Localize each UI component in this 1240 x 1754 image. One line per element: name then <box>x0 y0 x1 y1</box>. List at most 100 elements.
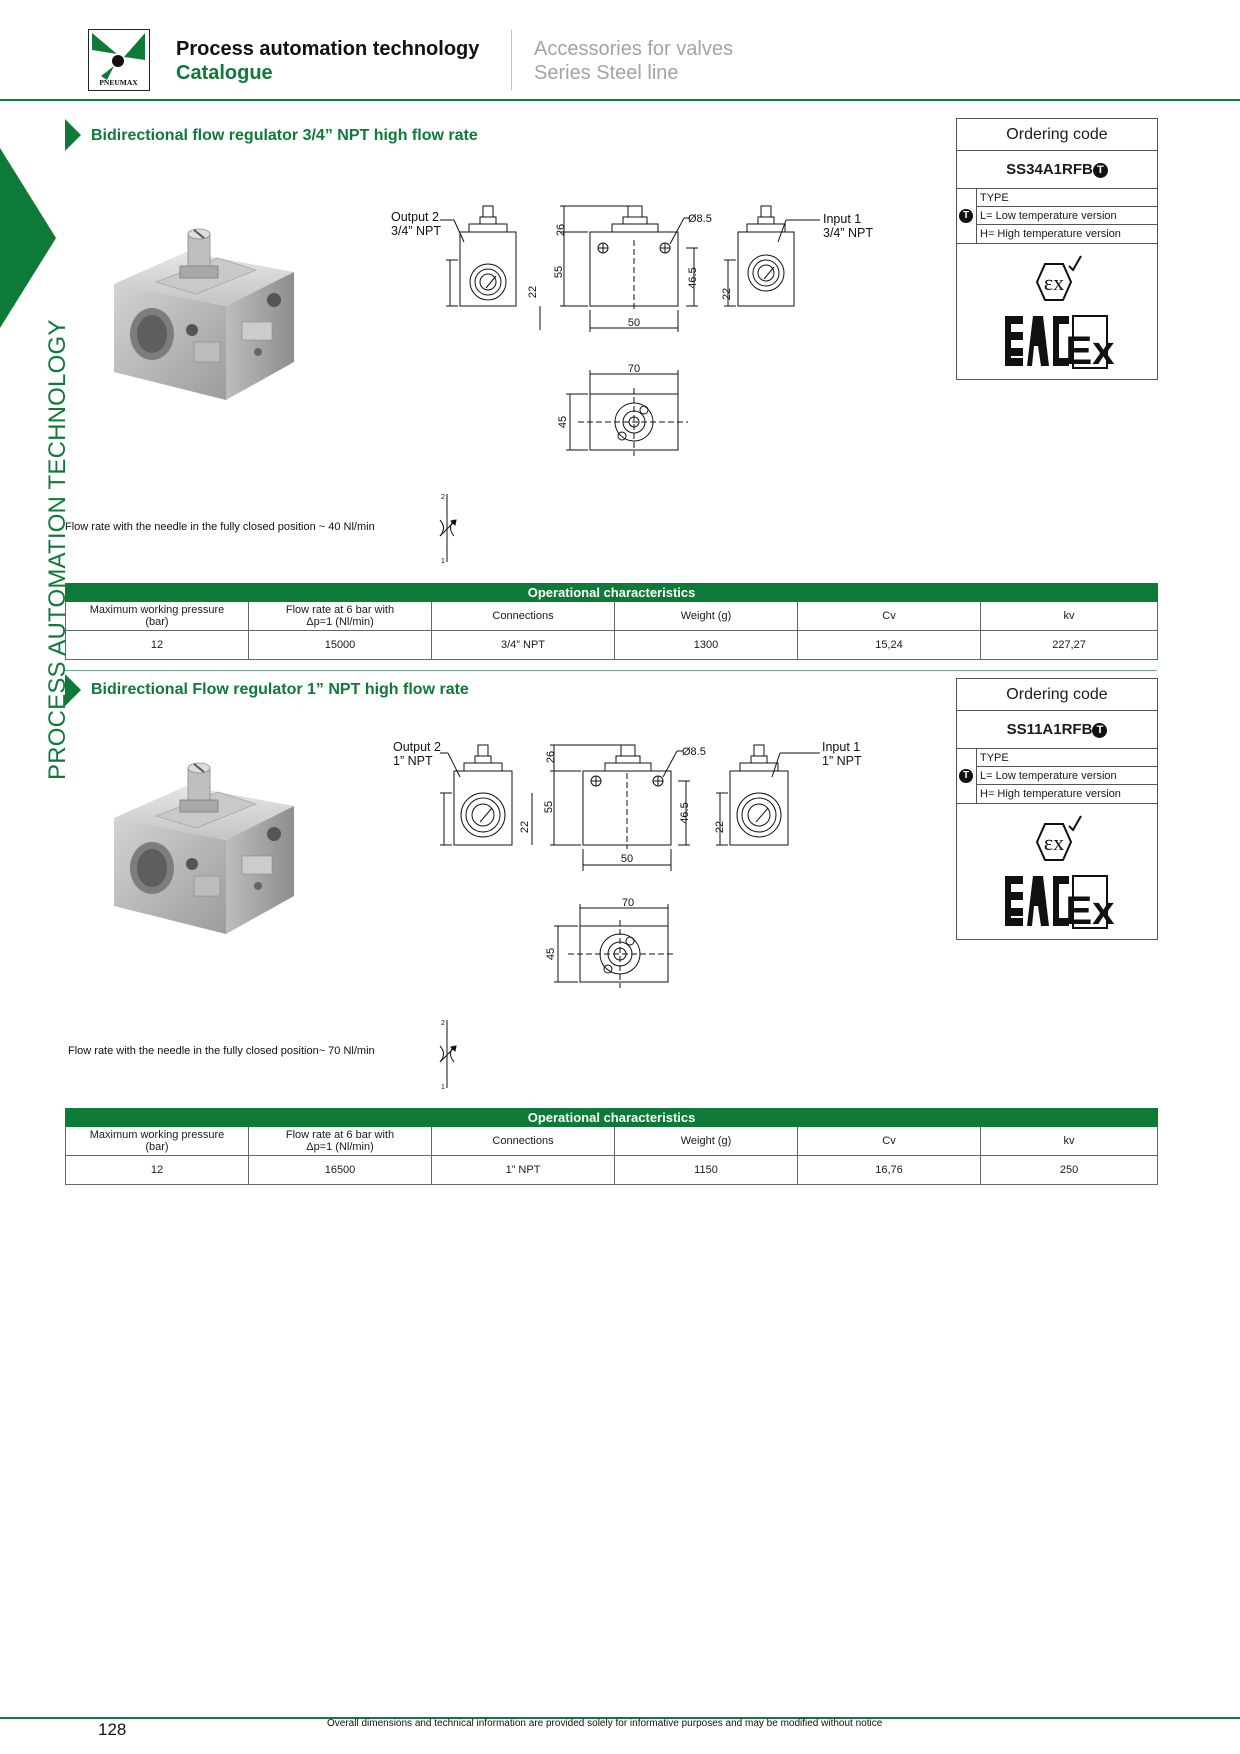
section2-input-label: Input 1 1” NPT <box>822 740 862 768</box>
side-tab-marker <box>0 148 56 328</box>
atex-ex-eac-certification-icon: εx Ex <box>1005 815 1115 933</box>
section2-output-label: Output 2 1” NPT <box>393 740 441 768</box>
section1-product-photo <box>114 228 294 400</box>
header-title-line1: Process automation technology <box>176 38 480 60</box>
type-badge-icon: T <box>959 769 973 783</box>
section2-title: Bidirectional Flow regulator 1” NPT high… <box>91 681 469 698</box>
col-header: Maximum working pressure(bar) <box>65 1126 249 1156</box>
type-badge-icon: T <box>959 209 973 223</box>
certifications: εx Ex <box>957 244 1157 377</box>
dim-22-left: 22 <box>519 821 531 833</box>
section-separator <box>65 670 1157 671</box>
col-header: Maximum working pressure(bar) <box>65 601 249 631</box>
section1-input-label: Input 1 3/4” NPT <box>823 212 874 240</box>
table-cell: 1300 <box>614 630 798 660</box>
dim-55: 55 <box>543 801 555 813</box>
table-caption: Operational characteristics <box>64 1108 1159 1127</box>
svg-text:Ex: Ex <box>1066 889 1115 933</box>
type-label: TYPE <box>977 749 1157 767</box>
type-badge-icon: T <box>1092 723 1108 738</box>
col-header: Weight (g) <box>614 601 798 631</box>
table-cell: 1” NPT <box>431 1155 615 1185</box>
type-high-temp: H= High temperature version <box>980 228 1121 240</box>
header-sub-line2: Series Steel line <box>534 62 679 84</box>
section2-flow-note: Flow rate with the needle in the fully c… <box>68 1045 375 1057</box>
dim-26: 26 <box>555 224 567 236</box>
type-options: T TYPE L= Low temperature version H= Hig… <box>957 749 1157 804</box>
side-tab-label: PROCESS AUTOMATION TECHNOLOGY <box>44 319 71 780</box>
dim-70: 70 <box>628 363 640 375</box>
table-cell: 1150 <box>614 1155 798 1185</box>
col-header: Cv <box>797 601 981 631</box>
ordering-title: Ordering code <box>957 119 1157 151</box>
dim-55: 55 <box>553 266 565 278</box>
table-caption: Operational characteristics <box>64 583 1159 602</box>
table-cell: 12 <box>65 1155 249 1185</box>
type-low-temp: L= Low temperature version <box>977 767 1157 785</box>
dim-50: 50 <box>621 853 633 865</box>
page-number: 128 <box>98 1720 127 1739</box>
certifications: εx Ex <box>957 804 1157 937</box>
section1-title: Bidirectional flow regulator 3/4” NPT hi… <box>91 127 478 144</box>
section2-operational-table: Operational characteristics Maximum work… <box>64 1108 1159 1185</box>
dim-22-left: 22 <box>527 286 539 298</box>
dim-22-right: 22 <box>721 288 733 300</box>
header-sub-line1: Accessories for valves <box>534 38 733 60</box>
dim-diameter: Ø8.5 <box>688 213 712 225</box>
header-divider <box>511 30 512 90</box>
svg-text:Ex: Ex <box>1066 329 1115 373</box>
table-cell: 3/4” NPT <box>431 630 615 660</box>
dim-50: 50 <box>628 317 640 329</box>
type-label: TYPE <box>977 189 1157 207</box>
header-title: Process automation technology Catalogue <box>176 37 479 85</box>
type-options: T TYPE L= Low temperature version H= Hig… <box>957 189 1157 244</box>
section1-bottom-view: 70 45 <box>557 363 688 456</box>
header-rule <box>0 99 1240 101</box>
dim-26: 26 <box>545 751 557 763</box>
section2-arrow-icon <box>65 674 81 706</box>
table-cell: 227,27 <box>979 630 1159 660</box>
section1-operational-table: Operational characteristics Maximum work… <box>64 583 1159 660</box>
symbol-port-1: 1 <box>441 558 445 565</box>
col-header: Cv <box>797 1126 981 1156</box>
section1-arrow-icon <box>65 119 81 151</box>
dim-46-5: 46.5 <box>679 802 691 823</box>
footer-rule <box>0 1717 1240 1719</box>
dim-22-right: 22 <box>714 821 726 833</box>
dim-diameter: Ø8.5 <box>682 746 706 758</box>
header-subtitle: Accessories for valves Series Steel line <box>534 37 733 85</box>
table-cell: 250 <box>979 1155 1159 1185</box>
symbol-port-2: 2 <box>441 1020 445 1027</box>
atex-ex-eac-certification-icon: εx Ex <box>1005 255 1115 373</box>
col-header: Connections <box>431 601 615 631</box>
dim-45: 45 <box>545 948 557 960</box>
section2-dimension-drawing: 26 55 22 46.5 22 Ø8.5 50 <box>440 744 820 871</box>
table-cell: 16,76 <box>797 1155 981 1185</box>
svg-text:εx: εx <box>1044 830 1064 855</box>
table-cell: 16500 <box>248 1155 432 1185</box>
symbol-port-1: 1 <box>441 1084 445 1091</box>
col-header: Weight (g) <box>614 1126 798 1156</box>
col-header: kv <box>979 601 1159 631</box>
section1-flow-note: Flow rate with the needle in the fully c… <box>65 521 375 533</box>
dim-46-5: 46.5 <box>687 267 699 288</box>
section2-flow-regulator-symbol-icon: 2 1 <box>439 1020 457 1091</box>
table-cell: 12 <box>65 630 249 660</box>
section2-bottom-view: 70 45 <box>545 897 676 988</box>
type-badge-icon: T <box>1092 163 1108 178</box>
section2-product-photo <box>114 762 294 934</box>
col-header: kv <box>979 1126 1159 1156</box>
header-title-line2: Catalogue <box>176 62 273 84</box>
section1-dimension-drawing: 26 55 22 46.5 22 Ø8.5 50 <box>440 205 820 332</box>
dim-45: 45 <box>557 416 569 428</box>
section1-output-label: Output 2 3/4” NPT <box>391 210 442 238</box>
footer-disclaimer: Overall dimensions and technical informa… <box>327 1718 883 1729</box>
logo-text: PNEUMAX <box>99 78 138 87</box>
type-low-temp: L= Low temperature version <box>977 207 1157 225</box>
